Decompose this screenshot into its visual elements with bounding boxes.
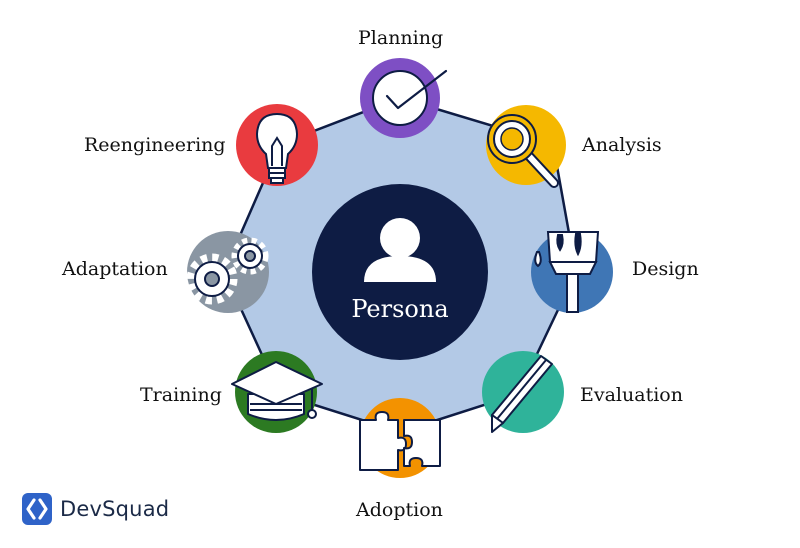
adoption-label: Adoption bbox=[356, 499, 443, 521]
design-label: Design bbox=[632, 258, 699, 280]
training-node bbox=[231, 351, 323, 433]
training-label: Training bbox=[140, 384, 222, 406]
pencil-icon bbox=[491, 355, 553, 433]
adaptation-label: Adaptation bbox=[62, 258, 168, 280]
magnifier-icon bbox=[487, 114, 559, 188]
evaluation-label: Evaluation bbox=[580, 384, 683, 406]
gears-icon bbox=[186, 237, 269, 305]
light-bulb-icon bbox=[255, 112, 299, 184]
reengineering-node bbox=[236, 104, 318, 186]
checkmark-icon bbox=[372, 70, 428, 126]
reengineering-label: Reengineering bbox=[84, 134, 226, 156]
planning-label: Planning bbox=[358, 27, 444, 49]
planning-node bbox=[360, 58, 448, 138]
analysis-node bbox=[486, 105, 566, 188]
paint-brush-icon bbox=[534, 231, 600, 313]
brand-name: DevSquad bbox=[60, 497, 170, 521]
design-node bbox=[531, 231, 613, 313]
puzzle-icon bbox=[359, 411, 441, 471]
adaptation-node bbox=[186, 231, 269, 313]
person-icon bbox=[364, 218, 436, 282]
adoption-node bbox=[359, 398, 441, 478]
evaluation-node bbox=[482, 351, 564, 433]
graduation-cap-icon bbox=[231, 361, 323, 421]
devsquad-logo-icon bbox=[22, 493, 52, 525]
brand-logo: DevSquad bbox=[22, 492, 169, 526]
persona-title: Persona bbox=[351, 295, 449, 323]
analysis-label: Analysis bbox=[582, 134, 662, 156]
